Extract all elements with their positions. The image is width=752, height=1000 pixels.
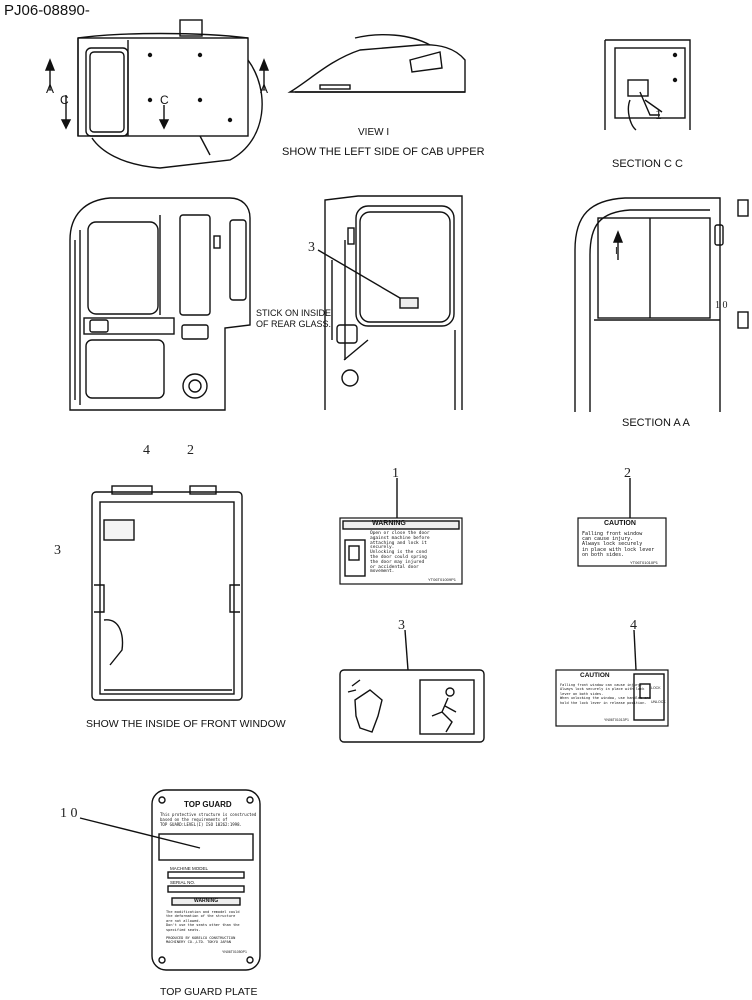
decal-2-line: on both sides. bbox=[582, 551, 625, 558]
decal-2-title: CAUTION bbox=[604, 520, 636, 527]
decal-4-line: Falling front window can cause injury. bbox=[560, 683, 643, 687]
decal-1-line: attaching and lock it bbox=[370, 540, 427, 546]
decal-1-line: the door could spring bbox=[370, 554, 427, 560]
decal-4-line: Always lock securely in place with lock bbox=[560, 687, 645, 692]
callout-10-plate: 1 0 bbox=[60, 806, 78, 821]
caption-front-window: SHOW THE INSIDE OF FRONT WINDOW bbox=[86, 718, 286, 730]
decal-2-line: can cause injury. bbox=[582, 536, 634, 543]
callout-3-front-window: 3 bbox=[54, 543, 61, 558]
decal-1-line: or accidental door bbox=[370, 564, 419, 570]
decal-2-code: YT06T01010P1 bbox=[630, 560, 659, 565]
marker-a-left: A bbox=[46, 82, 55, 96]
view-i-drawing bbox=[287, 34, 466, 93]
plate-code: YN06T01050P1 bbox=[222, 950, 247, 954]
decal-4-inset-lock: LOCK bbox=[651, 686, 661, 690]
caption-rear-glass-2: OF REAR GLASS. bbox=[256, 319, 332, 329]
plate-desc-line: TOP GUARD:LEVEL(I) ISO 10262:1998. bbox=[160, 822, 242, 827]
decal-4-text: Falling front window can cause injury.Al… bbox=[560, 683, 651, 705]
marker-a-right: A bbox=[260, 82, 269, 96]
caption-view-i-desc: SHOW THE LEFT SIDE OF CAB UPPER bbox=[282, 146, 485, 158]
plate-warning-line: The modification and remodel could bbox=[166, 910, 240, 914]
caption-top-guard-plate: TOP GUARD PLATE bbox=[160, 986, 258, 998]
plate-desc-line: This protective structure is constructed bbox=[160, 812, 257, 817]
plate-serial-no: SERIAL NO. bbox=[170, 880, 196, 885]
callout-1-decal: 1 bbox=[392, 466, 399, 481]
marker-c-right: C bbox=[160, 93, 169, 107]
callout-10-section-aa: 1 0 bbox=[715, 300, 728, 311]
decal-3-exit-shape bbox=[339, 629, 485, 743]
caption-view-i: VIEW I bbox=[358, 127, 390, 138]
callout-4-decal: 4 bbox=[630, 618, 637, 633]
decal-4-title: CAUTION bbox=[580, 672, 610, 679]
decal-4-line: hold the lock lever in release position. bbox=[560, 700, 647, 705]
decal-2-line: Always lock securely bbox=[582, 541, 643, 548]
cab-plan-view bbox=[44, 19, 270, 169]
marker-i: I bbox=[615, 246, 618, 257]
decal-1-line: securely. bbox=[370, 545, 395, 551]
decal-2-caution-shape bbox=[577, 478, 667, 567]
plate-warning-line: the deformation of the structure bbox=[166, 914, 236, 919]
plate-warning: WARNING bbox=[194, 898, 219, 904]
decal-1-line: movement. bbox=[370, 569, 395, 575]
plate-warning-line: are not allowed. bbox=[166, 918, 201, 923]
decal-1-line: Unlocking is the cond bbox=[370, 550, 427, 556]
decal-2-line: Falling front window bbox=[582, 531, 643, 537]
callout-3-rear-view: 3 bbox=[308, 240, 315, 255]
section-aa-drawing bbox=[574, 197, 749, 412]
top-guard-plate-shape bbox=[79, 789, 261, 971]
marker-c-left: C bbox=[60, 93, 69, 107]
decal-4-line: When unlocking the window, use handles a… bbox=[560, 696, 651, 701]
decal-1-code: YT06T01009P1 bbox=[428, 577, 457, 582]
decal-1-warning-shape bbox=[339, 478, 463, 585]
decal-2-line: in place with lock lever bbox=[582, 546, 655, 553]
plate-machine-model: MACHINE MODEL bbox=[170, 866, 209, 871]
plate-maker-line: MACHINERY CO.,LTD. TOKYO JAPAN bbox=[166, 940, 231, 945]
callout-2-decal: 2 bbox=[624, 466, 631, 481]
decal-4-code: YN06T01013P1 bbox=[604, 718, 629, 722]
plate-description: This protective structure is constructed… bbox=[160, 812, 256, 827]
plate-warning-line: specified seats. bbox=[166, 927, 201, 932]
decal-1-line: the door may injured bbox=[370, 559, 425, 565]
callout-1-section-cc: 1 bbox=[655, 108, 662, 123]
plate-maker-line: PRODUCED BY KOBELCO CONSTRUCTION bbox=[166, 936, 236, 940]
front-window-drawing bbox=[91, 485, 243, 701]
callout-3-decal: 3 bbox=[398, 618, 405, 633]
cab-rear-view bbox=[317, 195, 463, 410]
document-code: PJ06-08890- bbox=[4, 2, 90, 19]
decal-1-title: WARNING bbox=[372, 520, 406, 527]
decal-4-line: lever on both sides. bbox=[560, 691, 604, 696]
decal-4-caution-shape bbox=[555, 629, 669, 727]
callout-2-front-window: 2 bbox=[187, 443, 194, 458]
cab-side-view bbox=[69, 197, 251, 411]
caption-section-cc: SECTION C C bbox=[612, 158, 683, 170]
plate-warning-line: Don't use the seats other than the bbox=[166, 923, 240, 928]
plate-desc-line: based on the requirements of bbox=[160, 817, 228, 822]
caption-section-aa: SECTION A A bbox=[622, 417, 690, 429]
caption-rear-glass-1: STICK ON INSIDE bbox=[256, 308, 332, 318]
section-cc-drawing bbox=[604, 39, 691, 131]
decal-1-line: against machine before bbox=[370, 535, 430, 541]
decal-4-inset-unlock: UNLOCK bbox=[651, 700, 666, 704]
plate-title: TOP GUARD bbox=[184, 800, 232, 809]
decal-1-line: Open or close the door bbox=[370, 531, 430, 536]
callout-4-front-window: 4 bbox=[143, 443, 150, 458]
